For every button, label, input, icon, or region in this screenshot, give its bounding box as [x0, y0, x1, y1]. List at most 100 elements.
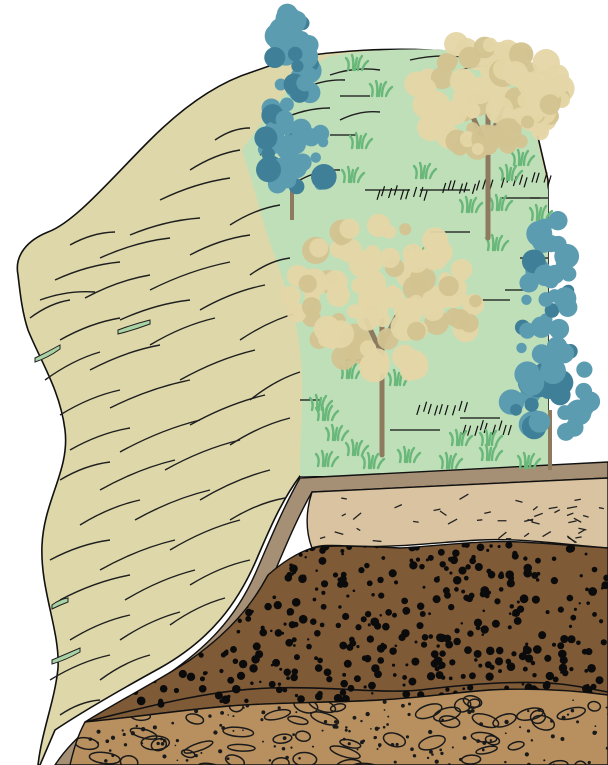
pebble	[532, 596, 540, 604]
pebble	[511, 651, 516, 656]
pebble	[535, 558, 541, 564]
grit	[413, 754, 416, 757]
pebble	[419, 564, 425, 570]
pebble	[203, 671, 207, 675]
pebble	[362, 655, 368, 661]
grit	[123, 733, 126, 736]
pebble	[536, 578, 540, 582]
grit	[543, 759, 545, 761]
pebble	[364, 685, 367, 688]
grit	[262, 741, 264, 743]
grit	[562, 716, 566, 720]
pebble	[585, 553, 588, 556]
pebble	[389, 569, 397, 577]
pebble	[364, 563, 369, 568]
pebble	[237, 672, 245, 680]
pebble	[525, 643, 528, 646]
pebble	[200, 676, 205, 681]
pebble	[485, 661, 492, 668]
pebble	[523, 569, 532, 578]
pebble	[453, 576, 462, 585]
grit	[200, 752, 202, 754]
pebble	[596, 676, 604, 684]
pebble	[586, 601, 590, 605]
pebble	[272, 595, 276, 599]
grit	[594, 725, 596, 727]
pebble	[480, 586, 489, 595]
pebble	[244, 699, 248, 703]
pebble	[417, 603, 424, 610]
pebble	[367, 580, 373, 586]
grit	[567, 713, 569, 715]
pebble	[420, 611, 426, 617]
pebble	[427, 672, 435, 680]
pebble	[409, 559, 413, 563]
pebble	[464, 646, 472, 654]
grit	[440, 752, 443, 755]
pebble	[402, 675, 407, 680]
pebble	[486, 569, 491, 574]
pebble	[569, 625, 572, 628]
grit	[283, 736, 287, 740]
pebble	[508, 625, 512, 629]
pebble	[381, 556, 385, 560]
pebble	[321, 604, 327, 610]
grit	[163, 739, 166, 742]
pebble	[402, 607, 410, 615]
pebble	[587, 664, 596, 673]
pebble	[458, 567, 466, 575]
pebble	[514, 617, 522, 625]
grit	[407, 713, 410, 716]
soil-dash	[373, 541, 382, 542]
pebble	[517, 606, 524, 613]
pebble	[433, 595, 441, 603]
grit	[428, 730, 432, 734]
pebble	[370, 618, 379, 627]
pebble	[474, 619, 482, 627]
pebble	[371, 593, 375, 597]
pebble	[275, 629, 283, 637]
grit	[97, 742, 99, 744]
grit	[387, 716, 389, 718]
pebble	[337, 581, 344, 588]
pebble	[232, 685, 241, 694]
grit	[384, 709, 386, 711]
pebble	[253, 642, 261, 650]
pebble	[377, 577, 383, 583]
pebble	[512, 610, 517, 615]
pebble	[354, 675, 361, 682]
pebble	[402, 683, 405, 686]
pebble	[401, 598, 408, 605]
pebble	[498, 545, 501, 548]
pebble	[454, 628, 459, 633]
pebble	[251, 610, 254, 613]
pebble	[342, 673, 346, 677]
pebble	[467, 685, 473, 691]
pebble	[394, 580, 398, 584]
grit	[242, 729, 244, 731]
pebble	[477, 543, 485, 551]
pebble	[467, 630, 473, 636]
pebble	[434, 577, 440, 583]
pebble	[462, 687, 465, 690]
pebble	[415, 641, 418, 644]
pebble	[441, 675, 445, 679]
pebble	[274, 601, 282, 609]
pebble	[533, 645, 542, 654]
pebble	[461, 622, 463, 624]
pebble	[588, 587, 597, 596]
pebble	[454, 587, 459, 592]
pebble	[592, 567, 598, 573]
pebble	[481, 633, 484, 636]
grit	[360, 740, 364, 744]
pebble	[405, 663, 408, 666]
pebble	[495, 657, 503, 665]
grit	[227, 757, 230, 760]
grit	[435, 760, 439, 764]
pebble	[341, 553, 344, 556]
pebble	[320, 623, 325, 628]
pebble	[290, 674, 298, 682]
grit	[588, 761, 591, 764]
grit	[186, 759, 189, 762]
grit	[527, 729, 530, 732]
